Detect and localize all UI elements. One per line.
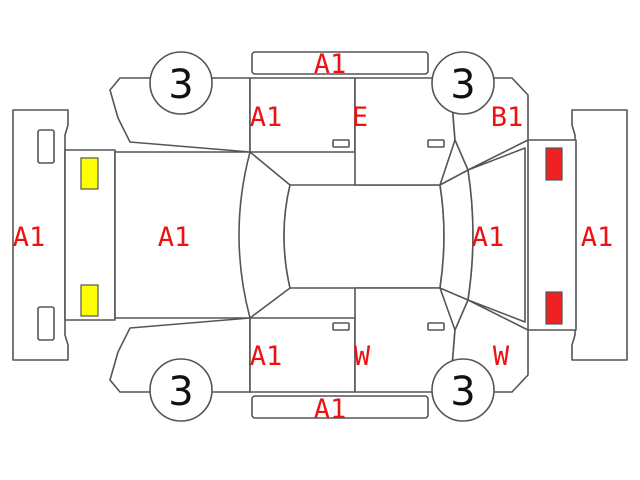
wheel-front-right: 3 — [431, 51, 495, 115]
front-bumper-slot-bottom — [37, 306, 55, 341]
door-handle-front-bottom — [332, 322, 350, 331]
front-bumper-slot-top — [37, 129, 55, 164]
roof-panel — [283, 184, 445, 289]
code-front-bumper: A1 — [13, 222, 46, 253]
code-roof-strip-bottom: A1 — [314, 394, 347, 425]
roof-strip-bottom — [251, 395, 429, 419]
door-handle-rear-top — [427, 139, 445, 148]
roof-strip-top — [251, 51, 429, 75]
wheel-rear-right-number: 3 — [450, 369, 475, 415]
code-front-door-top: A1 — [250, 102, 283, 133]
wheel-rear-left: 3 — [149, 358, 213, 422]
taillight-right-icon — [545, 291, 563, 325]
taillight-left-icon — [545, 147, 563, 181]
wheel-rear-left-number: 3 — [168, 369, 193, 415]
wheel-front-right-number: 3 — [450, 62, 475, 108]
rear-bumper-outline — [571, 109, 628, 361]
headlight-left-icon — [80, 157, 99, 190]
code-rear-fender-bottom: W — [493, 341, 510, 372]
door-handle-rear-bottom — [427, 322, 445, 331]
headlight-right-icon — [80, 284, 99, 317]
code-front-door-bottom: A1 — [250, 341, 283, 372]
code-trunk: A1 — [472, 222, 505, 253]
door-handle-front-top — [332, 139, 350, 148]
trunk-panel — [467, 147, 526, 323]
wheel-front-left-number: 3 — [168, 62, 193, 108]
wheel-front-left: 3 — [149, 51, 213, 115]
wheel-rear-right: 3 — [431, 358, 495, 422]
rear-window-panel — [439, 169, 474, 301]
code-roof-strip-top: A1 — [314, 49, 347, 80]
code-rear-door-top: E — [352, 102, 368, 133]
code-rear-fender-top: B1 — [491, 102, 524, 133]
code-rear-door-bottom: W — [354, 341, 371, 372]
code-hood: A1 — [158, 222, 191, 253]
code-rear-bumper: A1 — [581, 222, 614, 253]
front-bumper-outline — [12, 109, 69, 361]
windshield-panel — [238, 151, 291, 319]
